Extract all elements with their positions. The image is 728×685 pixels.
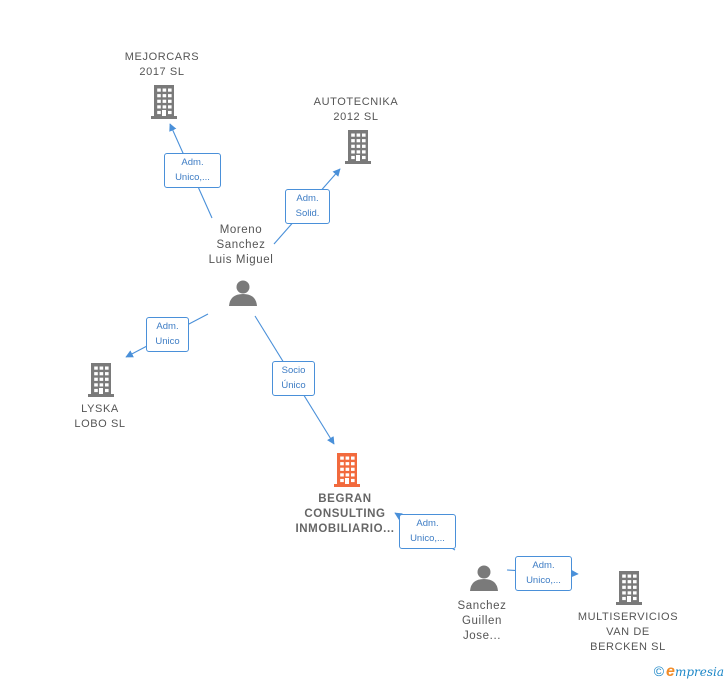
node-label-line: MULTISERVICIOS [577, 611, 679, 623]
copyright-icon: © [653, 663, 665, 679]
edge-label-line: Adm. [296, 193, 319, 204]
node-label-autotecnika[interactable]: AUTOTECNIKA 2012 SL [314, 95, 399, 125]
edge-label-moreno-autotecnika[interactable]: Adm. Solid. [285, 189, 330, 224]
edge-label-line: Adm. [532, 560, 555, 571]
node-label-line: MEJORCARS [124, 51, 200, 63]
node-label-line: Sanchez [216, 239, 266, 251]
node-label-line: BEGRAN [318, 493, 372, 505]
edge-label-line: Unico,... [175, 172, 210, 183]
person-icon [229, 280, 257, 306]
node-label-line: 2012 SL [333, 111, 379, 123]
building-icon [151, 85, 177, 119]
edge-label-line: Adm. [416, 518, 439, 529]
edge-label-moreno-lyska[interactable]: Adm. Unico [146, 317, 189, 352]
person-icon [470, 565, 498, 591]
edge-label-moreno-mejorcars[interactable]: Adm. Unico,... [164, 153, 221, 188]
node-label-line: 2017 SL [139, 66, 185, 78]
node-label-line: AUTOTECNIKA [313, 96, 399, 108]
brand-footer: ©empresia [654, 663, 724, 681]
edge-label-line: Unico,... [526, 575, 561, 586]
edge-label-line: Unico [155, 336, 180, 347]
edge-label-line: Solid. [295, 208, 320, 219]
edge-label-line: Adm. [156, 321, 179, 332]
node-label-begran[interactable]: BEGRAN CONSULTING INMOBILIARIO... [295, 492, 394, 537]
building-icon [345, 130, 371, 164]
node-label-line: LOBO SL [74, 418, 126, 430]
building-icon [334, 453, 360, 487]
node-label-line: Sanchez [457, 600, 507, 612]
node-label-line: LYSKA [81, 403, 119, 415]
node-label-line: Jose... [462, 630, 502, 642]
node-label-multiservicios[interactable]: MULTISERVICIOS VAN DE BERCKEN SL [578, 610, 678, 655]
edge-label-line: Socio [281, 365, 306, 376]
node-label-line: Moreno [219, 224, 263, 236]
node-label-line: CONSULTING [304, 508, 386, 520]
node-label-line: VAN DE [606, 626, 650, 638]
node-label-line: Guillen [462, 615, 502, 627]
building-icon [88, 363, 114, 397]
brand-logo-e: e [666, 663, 675, 680]
edge-label-sanchez-multiservicios[interactable]: Adm. Unico,... [515, 556, 572, 591]
node-label-line: Luis Miguel [208, 254, 274, 266]
building-icon [616, 571, 642, 605]
node-label-mejorcars[interactable]: MEJORCARS 2017 SL [125, 50, 199, 80]
edge-label-sanchez-begran[interactable]: Adm. Unico,... [399, 514, 456, 549]
edge-label-line: Único [281, 380, 306, 391]
node-label-line: INMOBILIARIO... [295, 523, 395, 535]
node-label-lyska[interactable]: LYSKA LOBO SL [74, 402, 125, 432]
brand-logo-text: mpresia [674, 665, 724, 679]
edge-label-line: Unico,... [410, 533, 445, 544]
edge-label-line: Adm. [181, 157, 204, 168]
node-label-line: BERCKEN SL [590, 641, 666, 653]
